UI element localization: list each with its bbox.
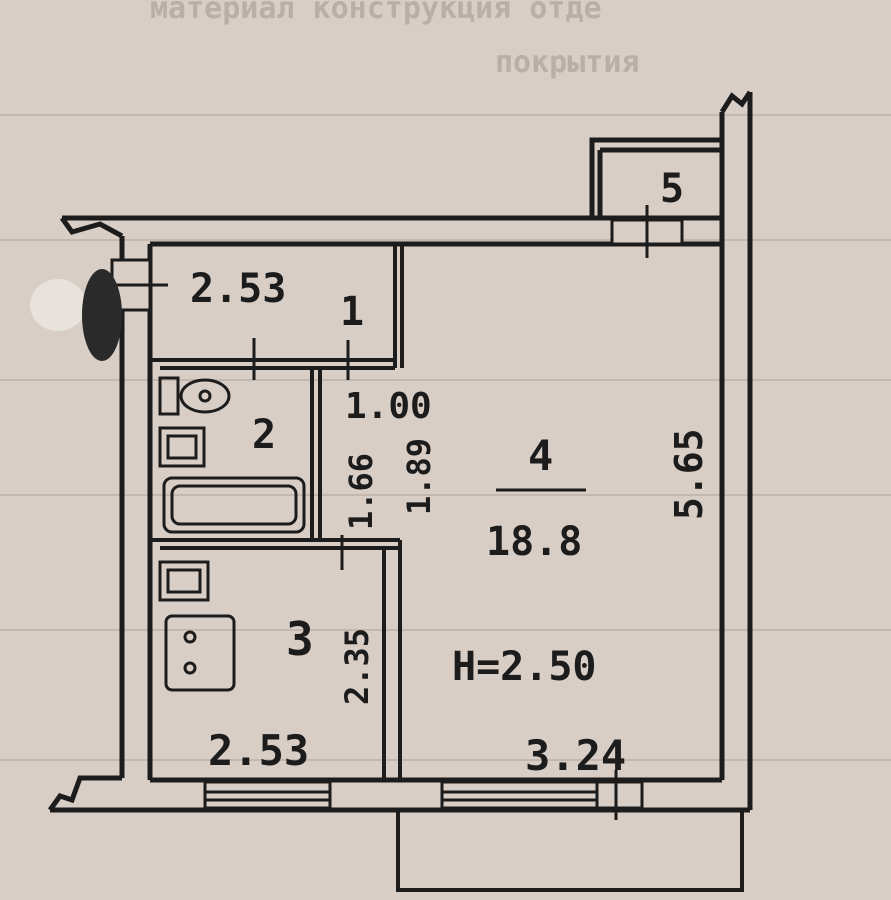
background-header-2: покрытия: [495, 45, 640, 80]
kitchen-window: [203, 780, 332, 810]
kitchen-number: 3: [286, 612, 314, 666]
living-ceiling-height: H=2.50: [452, 644, 597, 690]
loggia: [396, 812, 744, 892]
bathtub-icon: [162, 476, 306, 534]
bathroom-depth-label: 1.89: [400, 438, 438, 515]
redaction-mark: [30, 269, 122, 361]
living-depth-label: 5.65: [667, 428, 711, 520]
room-labels: 2.53 1 1.00 2 1.89 1.66 3 2.35 2.53 4 18…: [190, 166, 711, 780]
stove-icon: [164, 614, 236, 692]
living-width-label: 3.24: [525, 731, 626, 780]
windows: [110, 205, 684, 820]
hallway-depth-label: 1.00: [345, 386, 432, 427]
kitchen-depth-label: 2.35: [338, 628, 376, 705]
hallway-number: 1: [340, 289, 364, 335]
partitions: [150, 244, 404, 780]
toilet-icon: [158, 376, 231, 416]
hallway-width-label: 2.53: [190, 266, 286, 312]
kitchen-width-label: 2.53: [208, 726, 309, 775]
balcony-number: 5: [660, 166, 684, 212]
living-area: 18.8: [486, 519, 582, 565]
walls: [47, 90, 753, 813]
living-window: [440, 780, 599, 810]
bathroom-width-label: 1.66: [342, 453, 380, 530]
background-header-1: материал конструкция отде: [150, 0, 602, 26]
living-number: 4: [528, 431, 553, 480]
bathroom-number: 2: [252, 412, 276, 458]
dimension-ticks: [252, 338, 586, 570]
sink-icon: [158, 426, 210, 602]
